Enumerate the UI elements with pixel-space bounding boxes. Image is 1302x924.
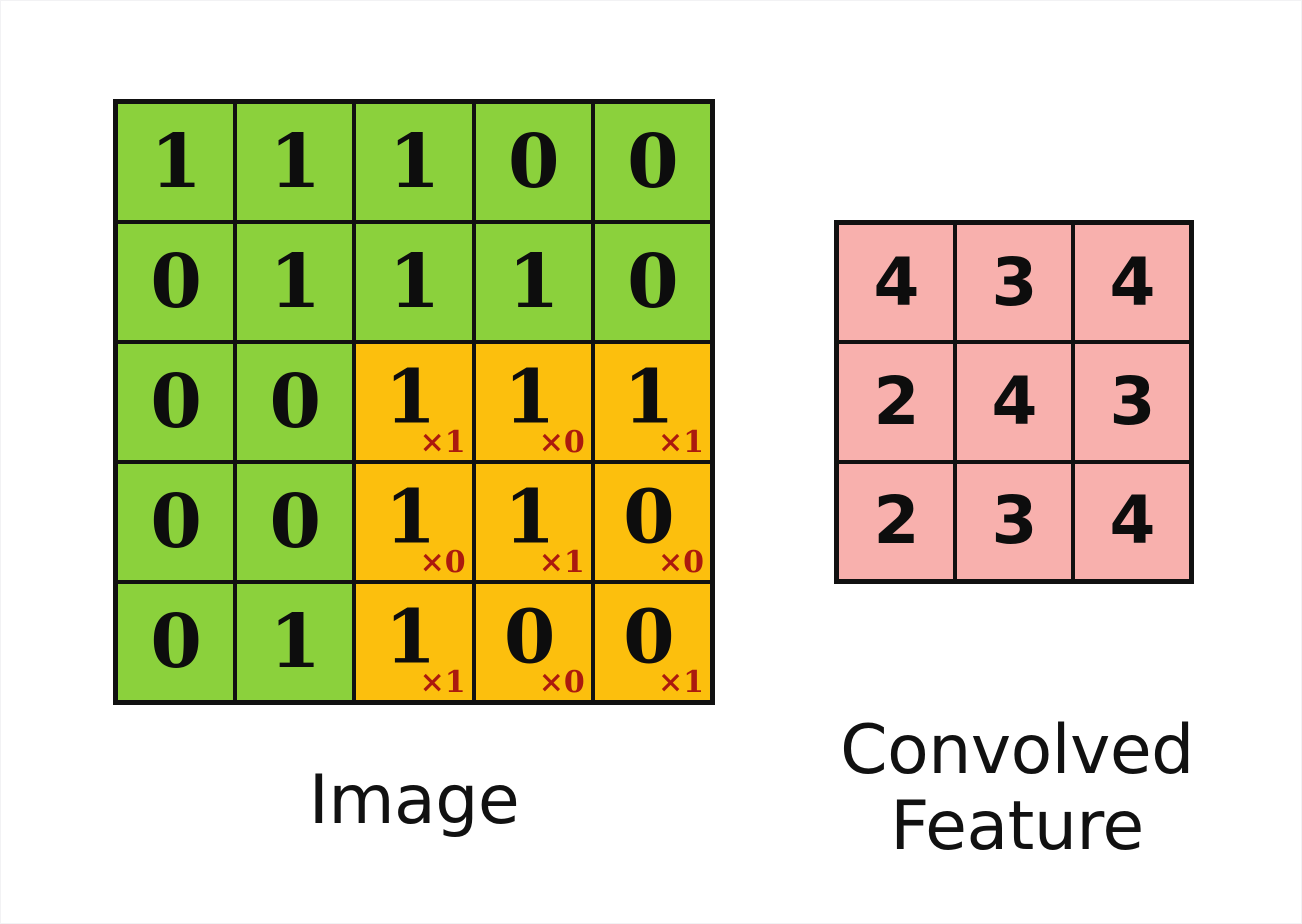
image-cell-r3-c5: 1×1 [594, 344, 710, 460]
image-cell-value: 1 [150, 119, 201, 205]
image-cell-value: 1 [507, 239, 559, 325]
kernel-multiplier: ×1 [657, 425, 704, 460]
kernel-multiplier: ×0 [419, 545, 466, 580]
image-cell-value: 1 [623, 354, 674, 441]
image-cell-value: 0 [150, 239, 201, 325]
image-cell-value: 1 [269, 119, 321, 205]
image-cell-value: 0 [507, 119, 559, 205]
image-cell-value: 0 [150, 359, 201, 445]
image-cell-r2-c5: 0 [594, 224, 710, 340]
image-cell-value: 1 [384, 594, 436, 681]
feature-cell-r2-c2: 4 [957, 344, 1071, 460]
convolved-feature-caption: Convolved Feature [807, 711, 1227, 867]
feature-cell-value: 4 [1109, 482, 1156, 560]
feature-cell-value: 3 [991, 243, 1038, 321]
image-cell-r1-c2: 1 [237, 104, 353, 220]
kernel-multiplier: ×1 [657, 665, 704, 700]
image-cell-value: 0 [150, 599, 201, 685]
image-cell-r2-c4: 1 [475, 224, 591, 340]
feature-cell-value: 3 [1109, 362, 1156, 440]
image-cell-value: 1 [388, 239, 440, 325]
feature-cell-r1-c3: 4 [1075, 225, 1189, 341]
image-cell-r3-c3: 1×1 [356, 344, 472, 460]
image-cell-r3-c2: 0 [237, 344, 353, 460]
image-cell-value: 0 [503, 594, 555, 681]
convolved-feature-caption-line-1: Convolved [840, 711, 1194, 790]
image-cell-r4-c1: 0 [118, 464, 234, 580]
image-cell-value: 0 [269, 479, 321, 565]
image-cell-value: 1 [384, 354, 436, 441]
image-cell-value: 1 [269, 239, 321, 325]
image-cell-r5-c2: 1 [237, 584, 353, 700]
feature-cell-value: 3 [991, 482, 1038, 560]
feature-cell-r2-c1: 2 [839, 344, 953, 460]
feature-cell-value: 2 [873, 482, 920, 560]
image-cell-r5-c3: 1×1 [356, 584, 472, 700]
image-cell-r2-c3: 1 [356, 224, 472, 340]
feature-cell-value: 4 [873, 243, 920, 321]
image-cell-r1-c5: 0 [594, 104, 710, 220]
feature-cell-r3-c2: 3 [957, 463, 1071, 579]
image-cell-r5-c4: 0×0 [475, 584, 591, 700]
image-cell-r1-c1: 1 [118, 104, 234, 220]
image-cell-value: 0 [627, 239, 678, 325]
convolved-feature-caption-line-2: Feature [890, 787, 1144, 867]
image-cell-r3-c1: 0 [118, 344, 234, 460]
image-cell-value: 1 [384, 474, 436, 561]
feature-cell-r2-c3: 3 [1075, 344, 1189, 460]
kernel-multiplier: ×1 [419, 425, 466, 460]
feature-cell-r3-c1: 2 [839, 463, 953, 579]
image-cell-value: 1 [503, 354, 555, 441]
kernel-multiplier: ×0 [538, 425, 585, 460]
image-cell-r1-c3: 1 [356, 104, 472, 220]
image-cell-r2-c2: 1 [237, 224, 353, 340]
kernel-multiplier: ×1 [419, 665, 466, 700]
image-cell-r5-c1: 0 [118, 584, 234, 700]
image-cell-value: 0 [269, 359, 321, 445]
image-cell-value: 1 [503, 474, 555, 561]
image-cell-value: 0 [623, 474, 674, 561]
feature-cell-value: 4 [991, 362, 1038, 440]
image-cell-r4-c2: 0 [237, 464, 353, 580]
image-caption: Image [308, 761, 520, 840]
image-cell-r3-c4: 1×0 [475, 344, 591, 460]
feature-cell-r3-c3: 4 [1075, 463, 1189, 579]
feature-cell-r1-c2: 3 [957, 225, 1071, 341]
feature-cell-r1-c1: 4 [839, 225, 953, 341]
image-cell-value: 1 [388, 119, 440, 205]
image-cell-r1-c4: 0 [475, 104, 591, 220]
kernel-multiplier: ×1 [538, 545, 585, 580]
image-cell-r2-c1: 0 [118, 224, 234, 340]
image-cell-value: 0 [623, 594, 674, 681]
feature-cell-value: 2 [873, 362, 920, 440]
image-cell-r4-c3: 1×0 [356, 464, 472, 580]
kernel-multiplier: ×0 [538, 665, 585, 700]
image-cell-value: 0 [627, 119, 678, 205]
kernel-multiplier: ×0 [657, 545, 704, 580]
image-cell-r5-c5: 0×1 [594, 584, 710, 700]
feature-cell-value: 4 [1109, 243, 1156, 321]
image-cell-r4-c4: 1×1 [475, 464, 591, 580]
image-cell-r4-c5: 0×0 [594, 464, 710, 580]
image-cell-value: 0 [150, 479, 201, 565]
image-cell-value: 1 [269, 599, 321, 685]
